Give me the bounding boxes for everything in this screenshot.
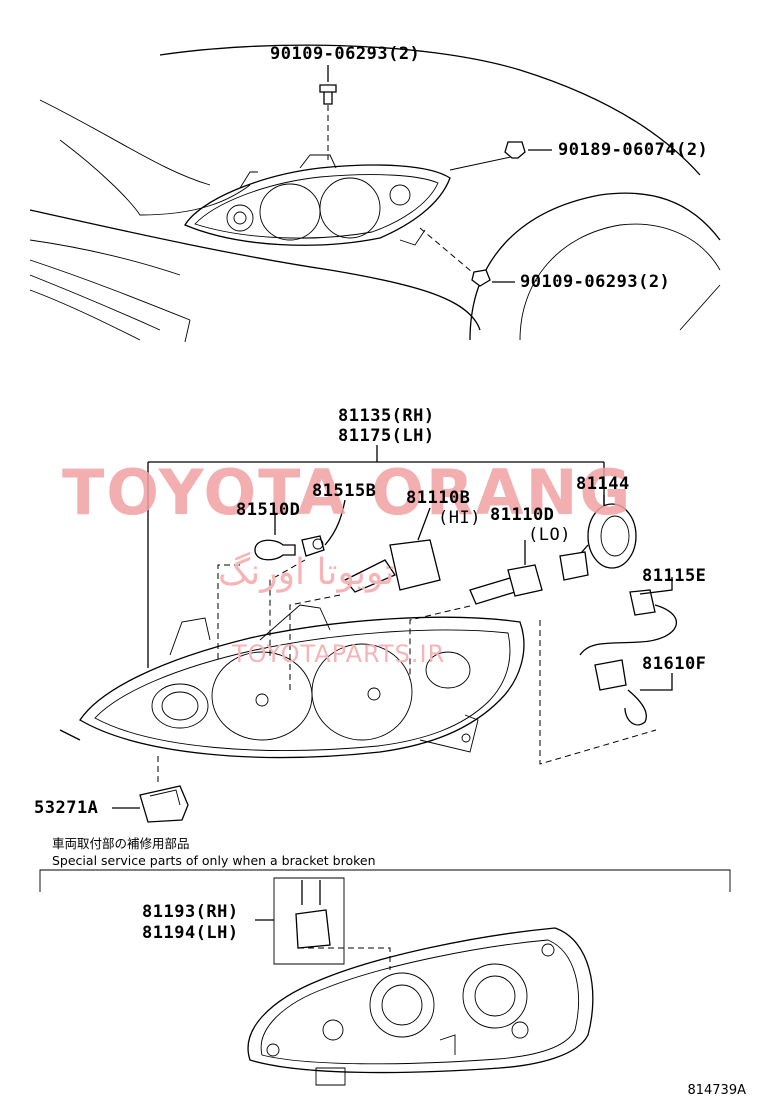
label-81510d: 81510D (236, 500, 301, 520)
bulb-81510d (217, 512, 296, 660)
label-81110d: 81110D (490, 505, 555, 525)
bracket-53271a (112, 752, 189, 823)
label-assembly-lh: 81175(LH) (338, 426, 435, 446)
watermark-main: TOYOTA ORANG (62, 456, 633, 529)
fastener-bolt-lower (419, 227, 515, 287)
note-japanese: 車両取付部の補修用部品 (52, 836, 190, 851)
fastener-clip (504, 141, 552, 159)
fastener-bolt-upper (319, 65, 337, 160)
label-bolt-lower: 90109-06293(2) (520, 272, 671, 292)
bulb-81610f (539, 620, 673, 765)
headlamp-housing (59, 604, 525, 759)
wire-81115e (579, 577, 677, 656)
headlamp-installed (184, 154, 451, 246)
cover-81144 (559, 495, 637, 581)
socket-81515b (269, 499, 346, 660)
note-english: Special service parts of only when a bra… (52, 853, 376, 868)
label-81610f: 81610F (642, 654, 707, 674)
assembly-leader (147, 445, 605, 668)
label-bracket-rh: 81193(RH) (142, 902, 239, 922)
watermark-sub: TOYOTAPARTS.IR (232, 640, 446, 668)
headlamp-rear-view (247, 927, 594, 1086)
label-81110b-hi: (HI) (438, 508, 481, 528)
watermark-arabic: تویوتا اورنگ (218, 552, 395, 593)
service-bracket-frame (39, 869, 731, 970)
label-bracket-lh: 81194(LH) (142, 923, 239, 943)
drawing-code: 814739A (687, 1083, 746, 1098)
bulb-81110b (289, 507, 441, 690)
bulb-81110d (409, 540, 543, 680)
label-53271a: 53271A (34, 798, 99, 818)
label-bolt-upper: 90109-06293(2) (270, 44, 421, 64)
label-clip: 90189-06074(2) (558, 140, 709, 160)
label-81515b: 81515B (312, 481, 377, 501)
label-81144: 81144 (576, 474, 630, 494)
label-81115e: 81115E (642, 566, 707, 586)
label-81110b: 81110B (406, 488, 471, 508)
label-81110d-lo: (LO) (528, 525, 571, 545)
label-assembly-rh: 81135(RH) (338, 406, 435, 426)
car-body-outline (29, 44, 721, 343)
